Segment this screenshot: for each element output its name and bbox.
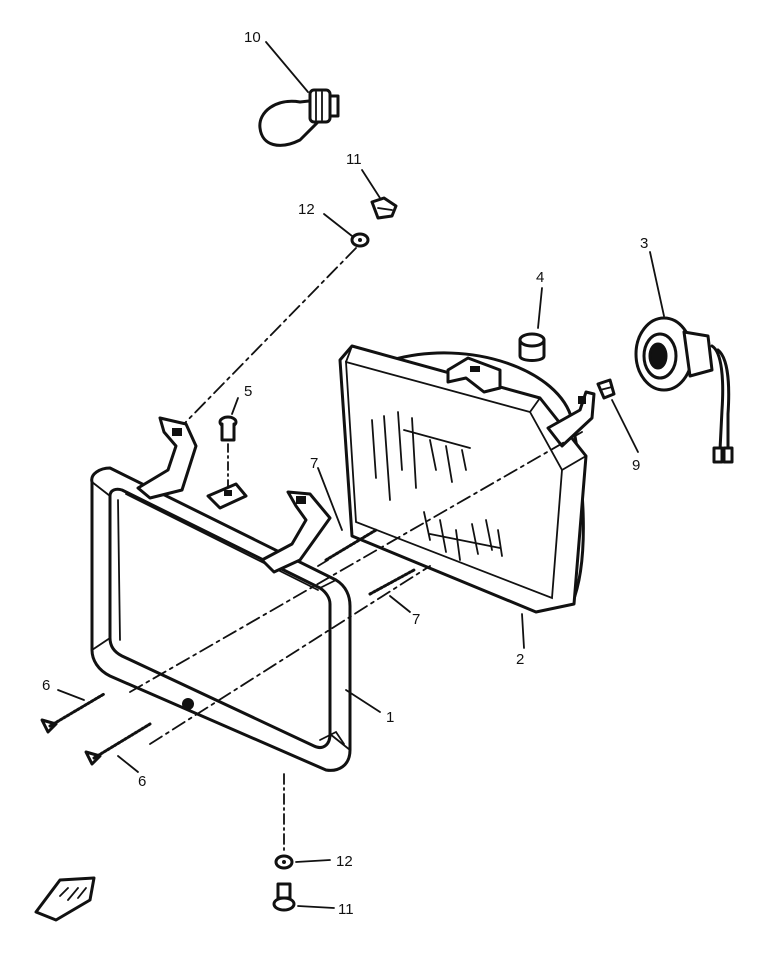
- leader-6-upper: [57, 689, 85, 701]
- callout-long-screw-upper: 6: [42, 677, 50, 694]
- leader-9: [611, 399, 639, 453]
- leader-12-bottom: [295, 859, 331, 863]
- leader-7-upper: [317, 467, 343, 531]
- callout-clip: 9: [632, 457, 640, 474]
- callout-frame: 1: [386, 709, 394, 726]
- headlight-frame-icon: [90, 416, 352, 772]
- leader-11-bottom: [297, 905, 335, 909]
- top-screw-icon: [218, 415, 238, 442]
- assembly-line-top: [179, 247, 357, 429]
- callout-headlight-unit: 2: [516, 651, 524, 668]
- leader-10: [265, 41, 309, 93]
- leader-1: [345, 689, 381, 713]
- screw-bottom-icon: [272, 882, 296, 912]
- leader-3: [649, 251, 665, 317]
- screw-icon: [370, 196, 398, 220]
- long-screw-lower-icon: [84, 722, 152, 766]
- callout-washer-top: 12: [298, 201, 315, 218]
- spring-lower-icon: [368, 568, 416, 596]
- long-screw-upper-icon: [40, 692, 106, 734]
- callout-bulb-socket: 3: [640, 235, 648, 252]
- leader-11-top: [361, 169, 381, 199]
- headlight-unit-icon: [338, 344, 596, 614]
- callout-bulb: 10: [244, 29, 261, 46]
- callout-screw-bottom: 11: [338, 901, 354, 918]
- spring-upper-icon: [317, 528, 378, 567]
- leader-7-lower: [389, 595, 411, 613]
- bulb-socket-icon: [634, 316, 734, 464]
- leader-2: [521, 613, 525, 649]
- assembly-line-lower: [149, 565, 431, 745]
- callout-top-screw: 5: [244, 383, 252, 400]
- leader-6-lower: [117, 755, 139, 773]
- callout-washer-bottom: 12: [336, 853, 353, 870]
- assembly-line-upper: [129, 431, 583, 693]
- leader-5: [231, 397, 239, 415]
- clip-icon: [596, 378, 616, 400]
- front-direction-arrow-icon: [34, 876, 96, 922]
- cap-icon: [518, 332, 546, 362]
- leader-4: [537, 287, 543, 329]
- callout-screw-top: 11: [346, 151, 362, 168]
- bulb-icon: [258, 88, 340, 147]
- leader-12-top: [323, 213, 353, 237]
- washer-icon: [350, 232, 370, 248]
- callout-spring-lower: 7: [412, 611, 420, 628]
- callout-spring-upper: 7: [310, 455, 318, 472]
- callout-cap: 4: [536, 269, 544, 286]
- callout-long-screw-lower: 6: [138, 773, 146, 790]
- washer-bottom-icon: [274, 854, 294, 870]
